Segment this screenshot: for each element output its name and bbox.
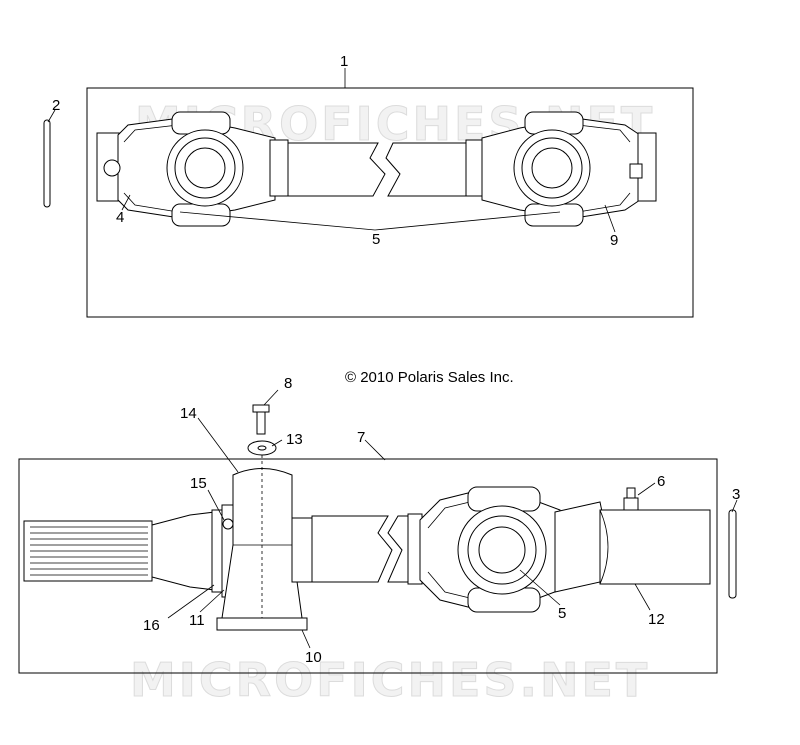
cross-cap-right-bottom: [524, 203, 584, 227]
callout-5-top: 5: [372, 231, 380, 248]
copyright-text: © 2010 Polaris Sales Inc.: [345, 369, 514, 386]
base-plate-10: [216, 617, 308, 631]
tube-bottom-left: [311, 515, 393, 583]
slip-tube-12: [599, 509, 711, 585]
bolt-8: [252, 404, 270, 435]
bottom-driveshaft-assembly: 8 13 14 7 15 6 3 16 11 5 12 10: [18, 375, 740, 674]
tube-right-section: [385, 142, 469, 197]
watermark-bottom: MICROFICHES.NET: [130, 653, 650, 707]
callout-10: 10: [305, 649, 322, 666]
callout-9: 9: [610, 232, 618, 249]
tube-collar-left: [291, 517, 313, 583]
right-collar: [465, 139, 485, 197]
shaft-neck: [151, 511, 216, 591]
callout-8: 8: [284, 375, 292, 392]
cross-left-center: [184, 147, 226, 189]
assembly-box-bottom: [18, 458, 718, 674]
callout-15: 15: [190, 475, 207, 492]
callout-6: 6: [657, 473, 665, 490]
fitting-15: [222, 518, 234, 530]
ring-2: [43, 119, 51, 208]
tube-left-section: [287, 142, 386, 197]
callout-16: 16: [143, 617, 160, 634]
callout-2: 2: [52, 97, 60, 114]
top-driveshaft-assembly: 1 2 4 5 9: [43, 53, 694, 318]
seal-16: [211, 509, 223, 593]
callout-13: 13: [286, 431, 303, 448]
cross-right-center: [531, 147, 573, 189]
callout-3: 3: [732, 486, 740, 503]
callout-7: 7: [357, 429, 365, 446]
callout-5-bottom: 5: [558, 605, 566, 622]
callout-11: 11: [189, 612, 205, 629]
cross-bottom-center: [478, 526, 526, 574]
cross-cap-left-bottom: [171, 203, 231, 227]
ring-3: [728, 509, 737, 599]
callout-14: 14: [180, 405, 197, 422]
grease-fitting-left: [103, 159, 121, 177]
callout-1: 1: [340, 53, 348, 70]
grease-fitting-6: [623, 487, 639, 511]
callout-12: 12: [648, 611, 665, 628]
splines: [30, 526, 148, 576]
left-collar: [269, 139, 289, 197]
assembly-box-top: [86, 87, 694, 318]
callout-4: 4: [116, 209, 124, 226]
grease-fitting-right: [629, 163, 643, 179]
